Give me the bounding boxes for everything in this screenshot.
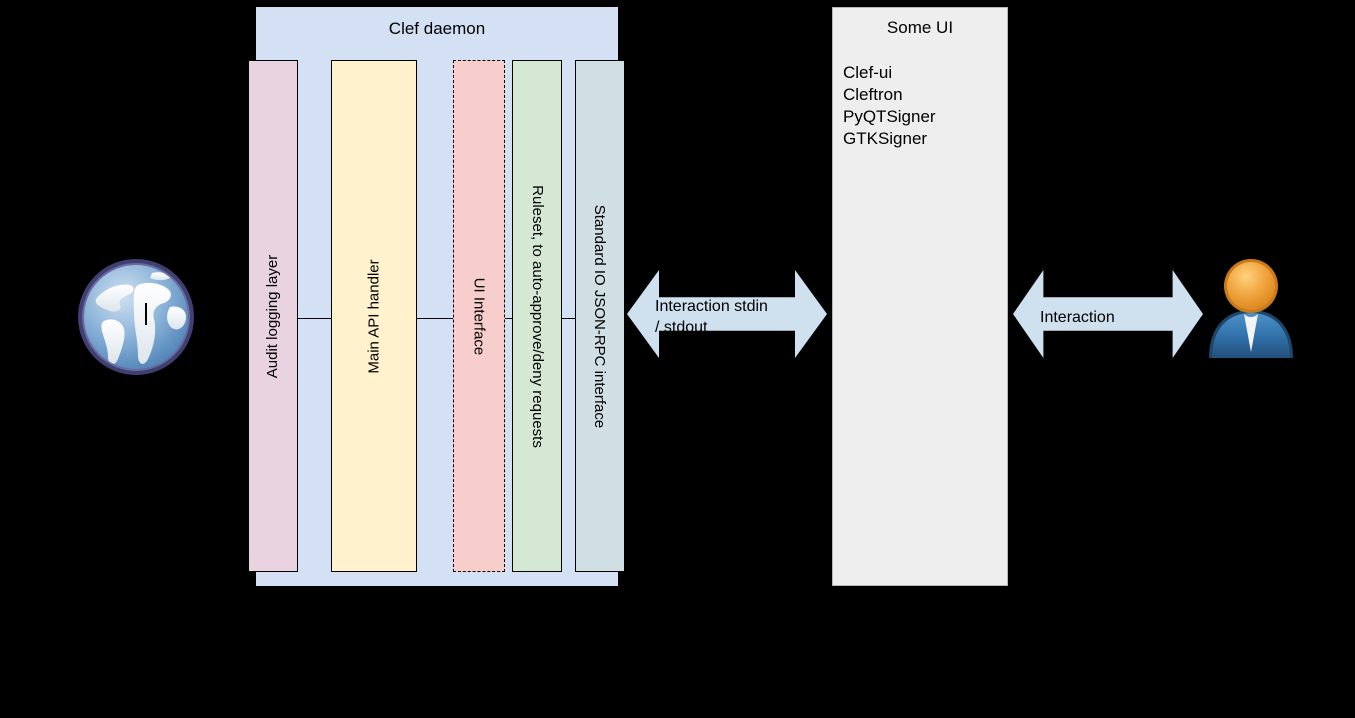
- interaction-arrow-label: Interaction: [1040, 309, 1115, 326]
- lane-ui-interface[interactable]: UI Interface: [453, 60, 505, 572]
- connector-audit-api: [296, 318, 333, 319]
- list-item: Cleftron: [843, 85, 903, 104]
- lane-main-api-handler[interactable]: Main API handler: [331, 60, 417, 572]
- lane-standard-io-json-rpc[interactable]: Standard IO JSON-RPC interface: [575, 60, 625, 572]
- lane-audit-logging-layer-label: Audit logging layer: [264, 254, 282, 378]
- connector-api-ui: [415, 318, 455, 319]
- clef-daemon-title: Clef daemon: [388, 19, 486, 38]
- lane-audit-logging-layer[interactable]: Audit logging layer: [248, 60, 298, 572]
- list-item: Clef-ui: [843, 63, 893, 82]
- some-ui-title: Some UI: [886, 18, 954, 37]
- clef-daemon-container: [256, 7, 618, 586]
- lane-main-api-handler-label: Main API handler: [365, 258, 383, 374]
- lane-ui-interface-label: UI Interface: [470, 277, 488, 355]
- connector-ui-ruleset: [503, 318, 514, 319]
- lane-ruleset-label: Ruleset, to auto-approve/deny requests: [528, 184, 546, 448]
- list-item: PyQTSigner: [843, 107, 936, 126]
- list-item: GTKSigner: [843, 129, 928, 148]
- some-ui-panel: [832, 7, 1008, 586]
- lane-standard-io-json-rpc-label: Standard IO JSON-RPC interface: [591, 204, 609, 428]
- some-ui-list: Clef-ui Cleftron PyQTSigner GTKSigner: [843, 62, 1003, 150]
- user-icon: [1209, 259, 1293, 358]
- globe-icon: [78, 259, 194, 375]
- lane-ruleset[interactable]: Ruleset, to auto-approve/deny requests: [512, 60, 562, 572]
- stdio-arrow-label: Interaction stdin / stdout: [655, 298, 768, 336]
- connector-ruleset-rpc: [560, 318, 577, 319]
